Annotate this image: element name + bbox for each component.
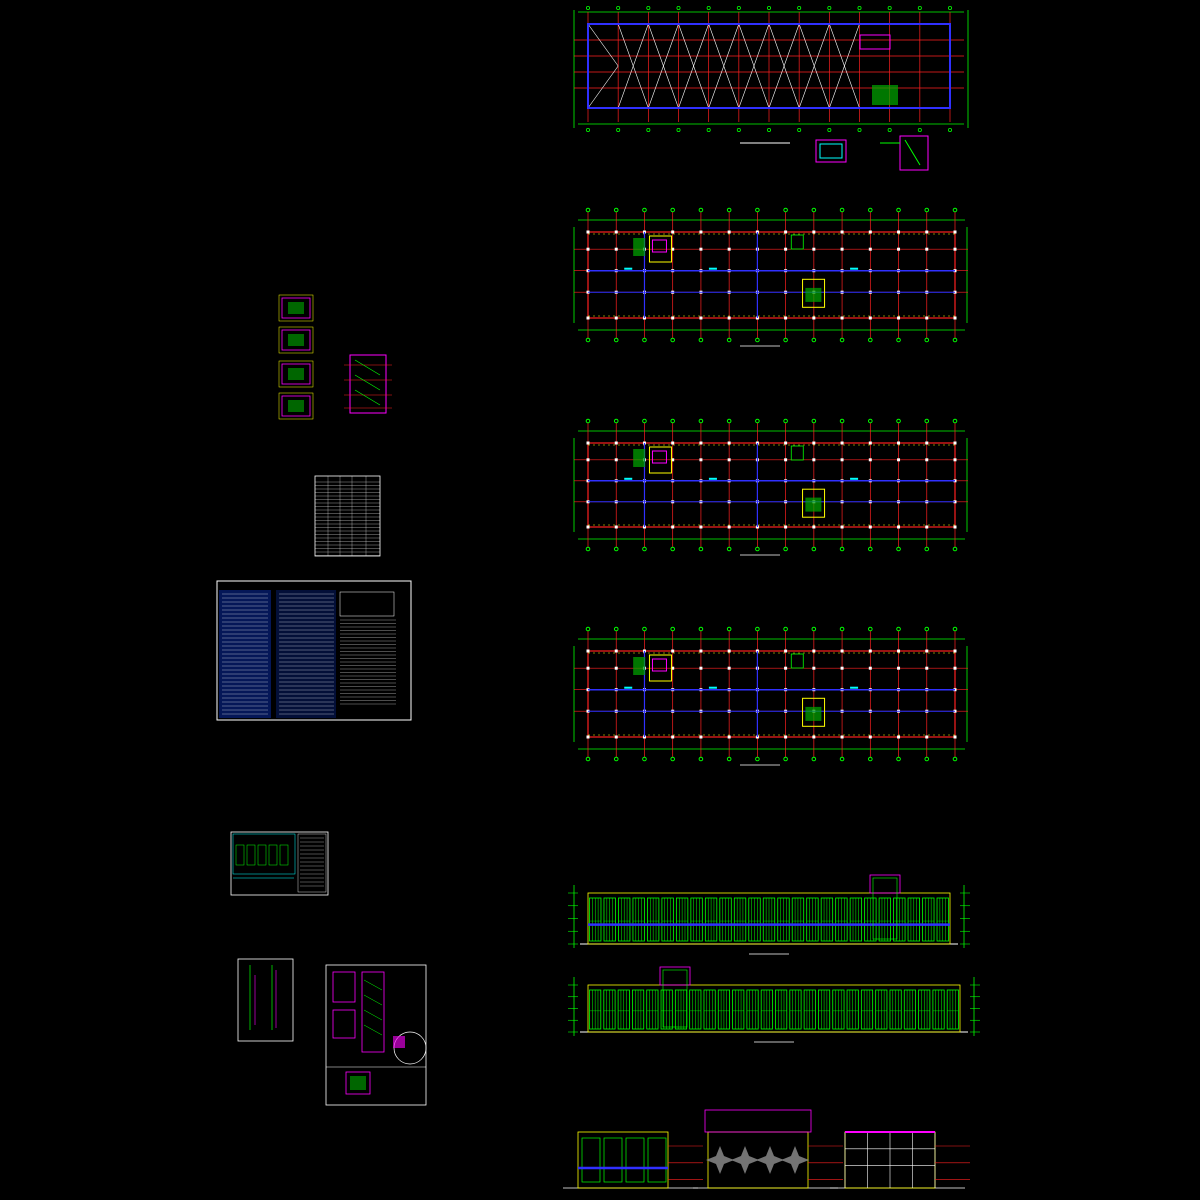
front-elevation <box>568 874 970 955</box>
floor-plan-3 <box>573 626 968 766</box>
stair-section-sheet <box>325 964 427 1106</box>
floor-plan-1 <box>573 207 968 347</box>
cover-sheet <box>230 831 329 896</box>
floor-plans <box>573 207 968 766</box>
stair-details <box>278 294 392 420</box>
wall-section-sheet <box>237 958 294 1042</box>
side-elevations <box>563 1109 970 1189</box>
floor-plan-2 <box>573 418 968 556</box>
design-notes-sheet <box>216 580 412 721</box>
door-window-schedule-table <box>314 475 381 557</box>
rear-elevation <box>568 966 980 1043</box>
roof-bracing-plan <box>573 6 969 171</box>
